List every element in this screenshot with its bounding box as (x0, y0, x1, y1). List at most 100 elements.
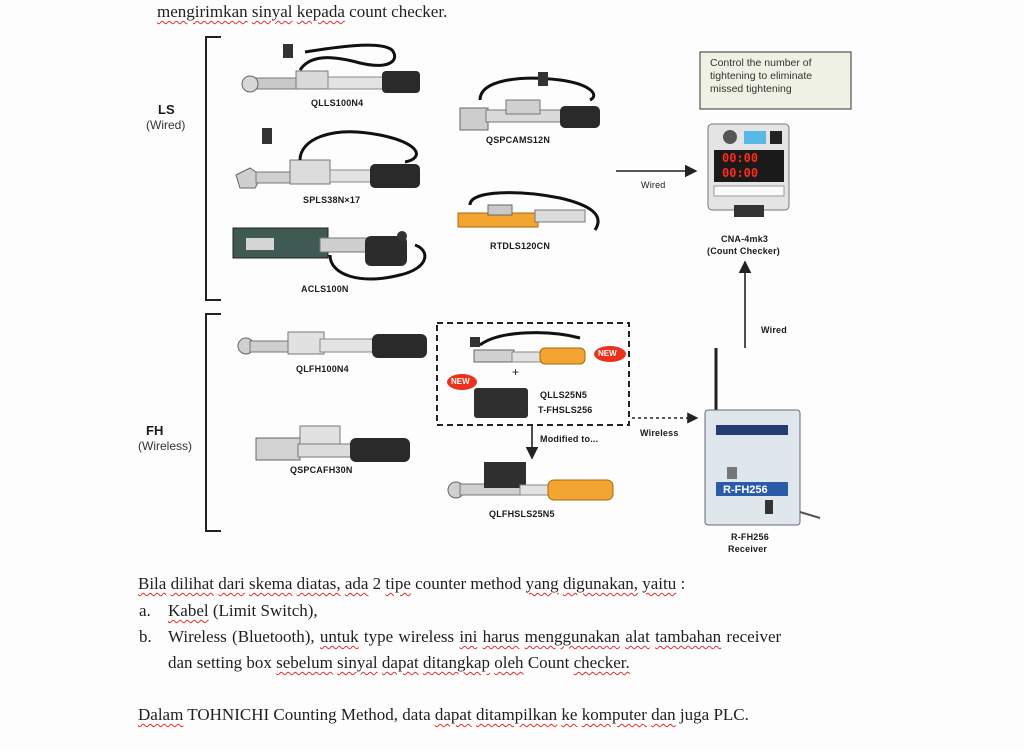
label-wireless: Wireless (640, 428, 679, 438)
new-badge-1: NEW (451, 377, 470, 386)
word: digunakan, (562, 574, 639, 593)
word: ada (344, 574, 369, 593)
callout-box (699, 51, 852, 110)
word: yang (525, 574, 559, 593)
word: yaitu (642, 574, 677, 593)
ls-bracket (205, 36, 221, 301)
new-badge-2: NEW (598, 349, 617, 358)
group-label-ls: LS (158, 102, 175, 117)
setting-box (474, 388, 528, 418)
wrench-qlfhsls25n5 (447, 462, 614, 501)
word: untuk (319, 627, 359, 646)
label-wired-v: Wired (761, 325, 787, 335)
word: alat (625, 627, 650, 646)
word: tambahan (655, 627, 722, 646)
list-item-b-line2: dan setting box sebelum sinyal dapat dit… (168, 653, 630, 673)
word: (Limit Switch), (212, 601, 318, 620)
paragraph-2: Dalam TOHNICHI Counting Method, data dap… (138, 705, 749, 725)
word: : (680, 574, 686, 593)
word: kepada (296, 2, 345, 21)
word: ke (561, 705, 578, 724)
word: count checker. (349, 2, 448, 21)
driver-rtdls120cn (457, 191, 600, 231)
wrench-qlls100n4 (241, 43, 420, 93)
caption-rtdls120cn: RTDLS120CN (490, 241, 551, 251)
wrench-spls (235, 128, 420, 189)
callout-line: tightening to eliminate (710, 70, 813, 82)
word: komputer (581, 705, 647, 724)
receiver-panel-label: R-FH256 (723, 484, 768, 496)
paragraph-1: Bila dilihat dari skema diatas, ada 2 ti… (138, 574, 685, 594)
word: dan setting box (168, 653, 272, 672)
counter-display-1: 00:00 (722, 151, 759, 165)
caption-spls: SPLS38N×17 (303, 195, 361, 205)
word: type wireless (363, 627, 455, 646)
word: 2 (372, 574, 382, 593)
caption-tfhsls256: T-FHSLS256 (538, 405, 593, 415)
list-item-a: Kabel (Limit Switch), (168, 601, 318, 621)
word: juga PLC. (679, 705, 749, 724)
receiver-device (704, 348, 821, 526)
wrench-qlls25n5 (470, 331, 586, 365)
counter-name: CNA-4mk3 (721, 234, 769, 244)
word: TOHNICHI Counting Method, data (187, 705, 431, 724)
wrench-qspcams12n (459, 72, 600, 131)
word: dari (218, 574, 245, 593)
list-item-b-line1: Wireless (Bluetooth), untuk type wireles… (168, 627, 781, 647)
word: Count (527, 653, 570, 672)
caption-qlls100n4: QLLS100N4 (311, 98, 364, 108)
word: Wireless (Bluetooth), (168, 627, 315, 646)
list-marker-b: b. (139, 627, 152, 646)
word: skema (248, 574, 293, 593)
label-wired-h: Wired (641, 180, 666, 190)
new-badge-2-bg (594, 346, 626, 362)
wrench-qlfh100n4 (237, 331, 427, 358)
caption-acls100n: ACLS100N (301, 284, 349, 294)
word: dilihat (170, 574, 215, 593)
word: harus (482, 627, 520, 646)
receiver-name: R-FH256 (731, 532, 769, 542)
word: receiver (726, 627, 782, 646)
kit-dashed-box (436, 322, 630, 426)
caption-qlfhsls25n5: QLFHSLS25N5 (489, 509, 555, 519)
group-sublabel-ls: (Wired) (146, 118, 186, 132)
plus-sign: + (512, 365, 520, 379)
group-label-fh: FH (146, 423, 164, 438)
caption-qspcams12n: QSPCAMS12N (486, 135, 551, 145)
word: sebelum (276, 653, 333, 672)
word: dapat (381, 653, 419, 672)
word: sinyal (337, 653, 378, 672)
word: mengirimkan (157, 2, 248, 21)
word: Dalam (138, 705, 184, 724)
word: dapat (434, 705, 472, 724)
word: diatas, (296, 574, 341, 593)
new-badge-1-bg (447, 374, 477, 390)
word: Bila (138, 574, 167, 593)
wrench-qspcafh30n (255, 425, 410, 462)
caption-qspcafh30n: QSPCAFH30N (290, 465, 353, 475)
label-modified: Modified to... (540, 434, 599, 444)
caption-qlfh100n4: QLFH100N4 (296, 364, 349, 374)
word: checker. (573, 653, 630, 672)
fh-bracket (205, 313, 221, 532)
group-sublabel-fh: (Wireless) (138, 439, 192, 453)
list-marker-a: a. (139, 601, 151, 620)
word: sinyal (251, 2, 293, 21)
counter-sub: (Count Checker) (707, 246, 781, 256)
callout-text: Control the number of tightening to elim… (710, 57, 812, 96)
word: dan (651, 705, 676, 724)
intro-line: mengirimkan sinyal kepada count checker. (157, 2, 447, 22)
word: counter method (415, 574, 522, 593)
counter-display-2: 00:00 (722, 166, 759, 180)
word: oleh (494, 653, 524, 672)
word: tipe (385, 574, 411, 593)
caption-qlls25n5: QLLS25N5 (540, 390, 588, 400)
count-checker-device (707, 123, 790, 217)
wrench-acls100n (232, 227, 427, 281)
word: ditampilkan (475, 705, 558, 724)
callout-line: missed tightening (710, 83, 792, 95)
word: ini (459, 627, 478, 646)
receiver-sub: Receiver (728, 544, 768, 554)
word: Kabel (168, 601, 209, 620)
